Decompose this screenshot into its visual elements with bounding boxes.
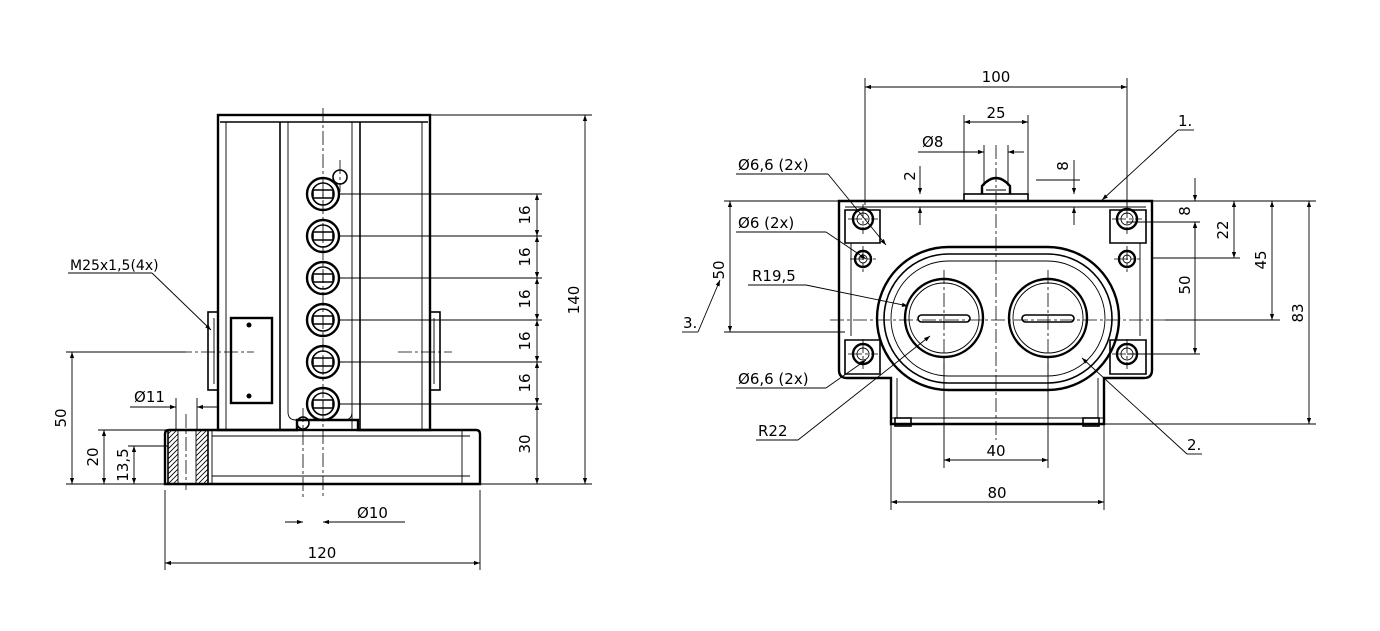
callout-pin-dia: Ø8 (922, 133, 943, 151)
callout-radius-outer: R22 (758, 422, 788, 440)
dim-right-83: 83 (1289, 303, 1307, 322)
dim-width-total-top: 100 (982, 68, 1011, 86)
dim-pitch-5: 16 (516, 373, 534, 392)
side-view: 16 16 16 16 16 30 140 120 50 20 (52, 108, 592, 570)
dim-height-total: 140 (565, 286, 583, 315)
dim-cap-height: 8 (1054, 161, 1072, 171)
dim-base-to-hole: 30 (516, 434, 534, 453)
label-plate (229, 316, 274, 405)
side-view-dimensions: 16 16 16 16 16 30 140 120 50 20 (52, 114, 592, 570)
side-bosses (207, 311, 441, 391)
housing (216, 113, 432, 432)
dim-flange-height: 20 (84, 447, 102, 466)
callout-bore-dia: Ø11 (134, 388, 165, 406)
top-view-dimensions: 100 25 Ø8 2 8 50 (682, 68, 1316, 510)
mounting-hole (848, 339, 878, 369)
dim-cap-gap: 2 (901, 171, 919, 181)
callout-holes-top: Ø6,6 (2x) (738, 156, 809, 174)
dim-right-22: 22 (1214, 220, 1232, 239)
mounting-hole (848, 204, 878, 234)
mounting-hole (1114, 246, 1140, 272)
top-view-body (837, 199, 1154, 427)
callout-thread: M25x1,5(4x) (70, 258, 159, 274)
contact-chamber (875, 245, 1121, 392)
dim-right-8: 8 (1176, 206, 1194, 216)
dim-pitch-1: 16 (516, 205, 534, 224)
dim-pitch-3: 16 (516, 289, 534, 308)
callout-radius-inner: R19,5 (752, 267, 796, 285)
balloon-3: 3. (683, 314, 697, 332)
dim-bottom-40: 40 (986, 442, 1005, 460)
callout-bottom-dia: Ø10 (357, 504, 388, 522)
dim-pitch-2: 16 (516, 247, 534, 266)
top-view: 100 25 Ø8 2 8 50 (682, 68, 1316, 510)
dim-thread-depth: 13,5 (114, 448, 132, 481)
dim-bottom-80: 80 (987, 484, 1006, 502)
dim-left-height: 50 (710, 260, 728, 279)
dim-width-total: 120 (308, 544, 337, 562)
dim-pin-spacing: 25 (986, 104, 1005, 122)
callout-holes-bottom: Ø6,6 (2x) (738, 370, 809, 388)
mounting-hole (850, 246, 876, 272)
callout-holes-mid: Ø6 (2x) (738, 214, 794, 232)
dim-right-45: 45 (1252, 250, 1270, 269)
balloon-2: 2. (1187, 436, 1201, 454)
dim-right-50: 50 (1176, 275, 1194, 294)
mounting-hole (1112, 204, 1142, 234)
dim-axis-height: 50 (52, 408, 70, 427)
balloon-1: 1. (1178, 112, 1192, 130)
base-flange (163, 418, 482, 486)
dim-pitch-4: 16 (516, 331, 534, 350)
